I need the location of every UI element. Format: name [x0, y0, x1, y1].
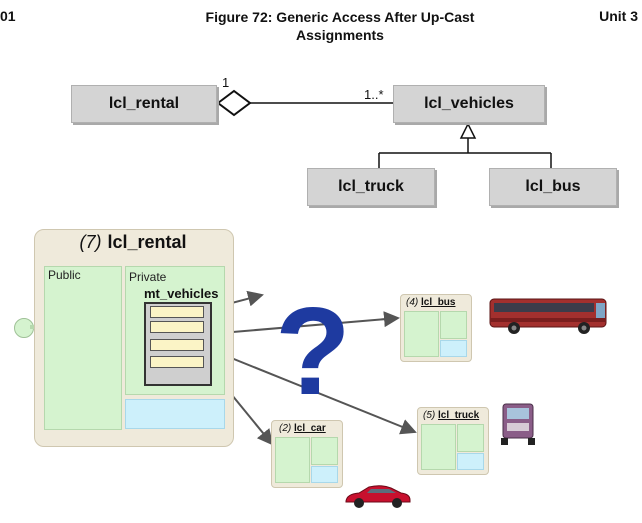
truck-object-protected — [457, 453, 484, 470]
truck-object-public — [421, 424, 456, 470]
car-object-public — [275, 437, 310, 483]
page-number: 01 — [0, 8, 16, 24]
table-slot — [150, 356, 204, 368]
rental-object-title: (7)lcl_rental — [34, 232, 232, 253]
car-object-title: (2) lcl_car — [279, 423, 326, 434]
protected-section — [125, 399, 225, 429]
public-label: Public — [48, 268, 81, 282]
bus-object-name: lcl_bus — [421, 297, 456, 308]
class-lcl-vehicles: lcl_vehicles — [393, 85, 545, 123]
question-mark: ? — [275, 283, 351, 421]
connector-stem — [30, 325, 36, 329]
bus-image — [489, 298, 607, 334]
truck-object-private — [457, 424, 484, 452]
truck-object-title: (5) lcl_truck — [423, 410, 479, 421]
multiplicity-one: 1 — [222, 75, 230, 90]
truck-image — [501, 403, 535, 445]
car-object-protected — [311, 466, 338, 483]
aggregation-diamond — [216, 89, 252, 117]
table-slot — [150, 339, 204, 351]
rental-object-number: (7) — [79, 232, 102, 252]
bus-object-public — [404, 311, 439, 357]
car-image — [345, 485, 411, 508]
bus-object-title: (4) lcl_bus — [406, 297, 455, 308]
class-lcl-rental: lcl_rental — [71, 85, 217, 123]
bus-object-private — [440, 311, 467, 339]
class-lcl-bus: lcl_bus — [489, 168, 617, 206]
class-lcl-truck: lcl_truck — [307, 168, 435, 206]
attribute-mt-vehicles: mt_vehicles — [144, 286, 219, 301]
car-object-private — [311, 437, 338, 465]
car-object-name: lcl_car — [294, 423, 326, 434]
generalization-triangle — [459, 122, 477, 139]
truck-object-name: lcl_truck — [438, 410, 480, 421]
bus-object-protected — [440, 340, 467, 357]
bus-object-number: (4) — [406, 297, 419, 308]
unit-label: Unit 3 — [599, 8, 638, 24]
multiplicity-many: 1..* — [364, 87, 384, 102]
public-section — [44, 266, 122, 430]
figure-caption: Figure 72: Generic Access After Up-Cast … — [160, 8, 520, 44]
car-object-number: (2) — [279, 423, 292, 434]
truck-object-number: (5) — [423, 410, 436, 421]
rental-object-name: lcl_rental — [107, 232, 187, 252]
ref-arrow-truck — [208, 348, 417, 435]
caption-line-2: Assignments — [296, 27, 384, 43]
private-label: Private — [129, 270, 167, 284]
ref-arrow-bus — [208, 311, 400, 335]
caption-line-1: Figure 72: Generic Access After Up-Cast — [205, 9, 475, 25]
table-slot — [150, 321, 204, 333]
table-slot — [150, 306, 204, 318]
